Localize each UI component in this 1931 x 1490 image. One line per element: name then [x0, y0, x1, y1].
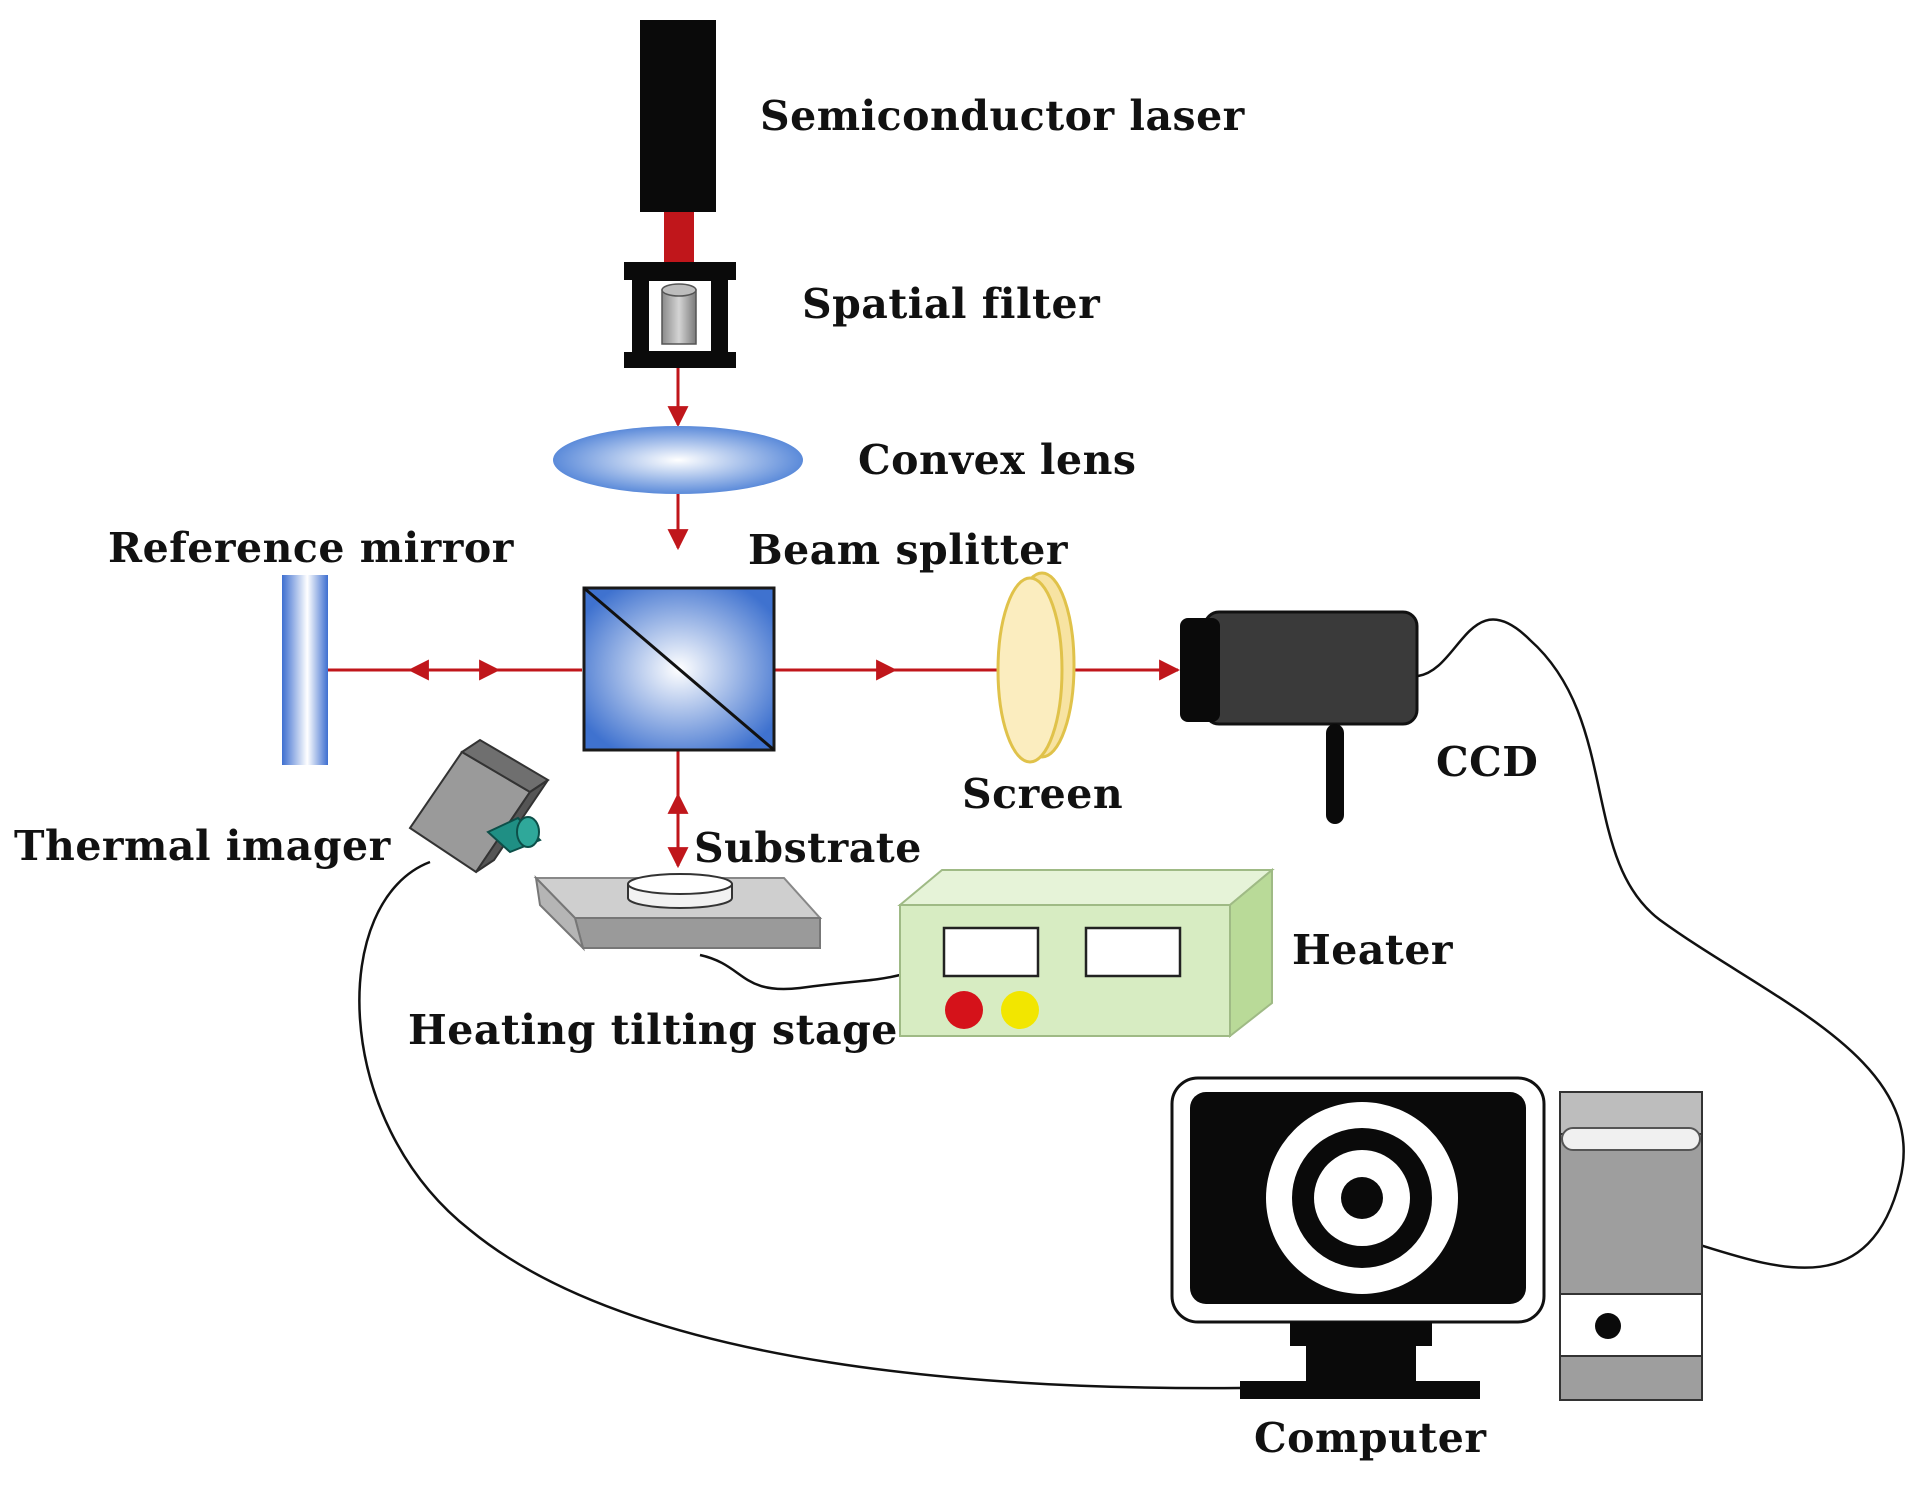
label-spatial-filter: Spatial filter	[802, 280, 1101, 328]
tower-icon	[1559, 1091, 1703, 1401]
label-computer: Computer	[1254, 1414, 1487, 1462]
beam-splitter-icon	[582, 586, 776, 752]
heater-knob-red	[945, 991, 983, 1029]
cables	[358, 618, 1905, 1390]
heater-cable	[699, 953, 901, 991]
monitor-icon	[1170, 1076, 1546, 1399]
label-reference-mirror: Reference mirror	[108, 524, 515, 572]
laser-icon	[640, 20, 716, 262]
heating-stage-icon	[533, 875, 823, 952]
beam-paths	[328, 358, 1181, 869]
heater-knob-yellow	[1001, 991, 1039, 1029]
label-heating-tilting-stage: Heating tilting stage	[408, 1006, 898, 1054]
label-heater: Heater	[1292, 926, 1454, 974]
camera-icon	[1180, 610, 1419, 824]
heater-icon	[897, 867, 1275, 1039]
thermal-imager-cable	[358, 860, 1241, 1390]
screen-icon	[996, 571, 1076, 764]
label-screen: Screen	[962, 770, 1123, 818]
label-semiconductor-laser: Semiconductor laser	[760, 92, 1246, 140]
label-beam-splitter: Beam splitter	[748, 526, 1069, 574]
spatial-filter-icon	[624, 262, 736, 368]
label-thermal-imager: Thermal imager	[14, 822, 392, 870]
ccd-cable	[1417, 618, 1905, 1269]
label-convex-lens: Convex lens	[858, 436, 1136, 484]
mirror-icon	[282, 575, 328, 765]
label-ccd: CCD	[1436, 738, 1538, 786]
lens-icon	[553, 426, 803, 494]
thermal-imager-icon	[408, 738, 550, 874]
label-substrate: Substrate	[694, 824, 922, 872]
substrate-icon	[627, 873, 733, 909]
